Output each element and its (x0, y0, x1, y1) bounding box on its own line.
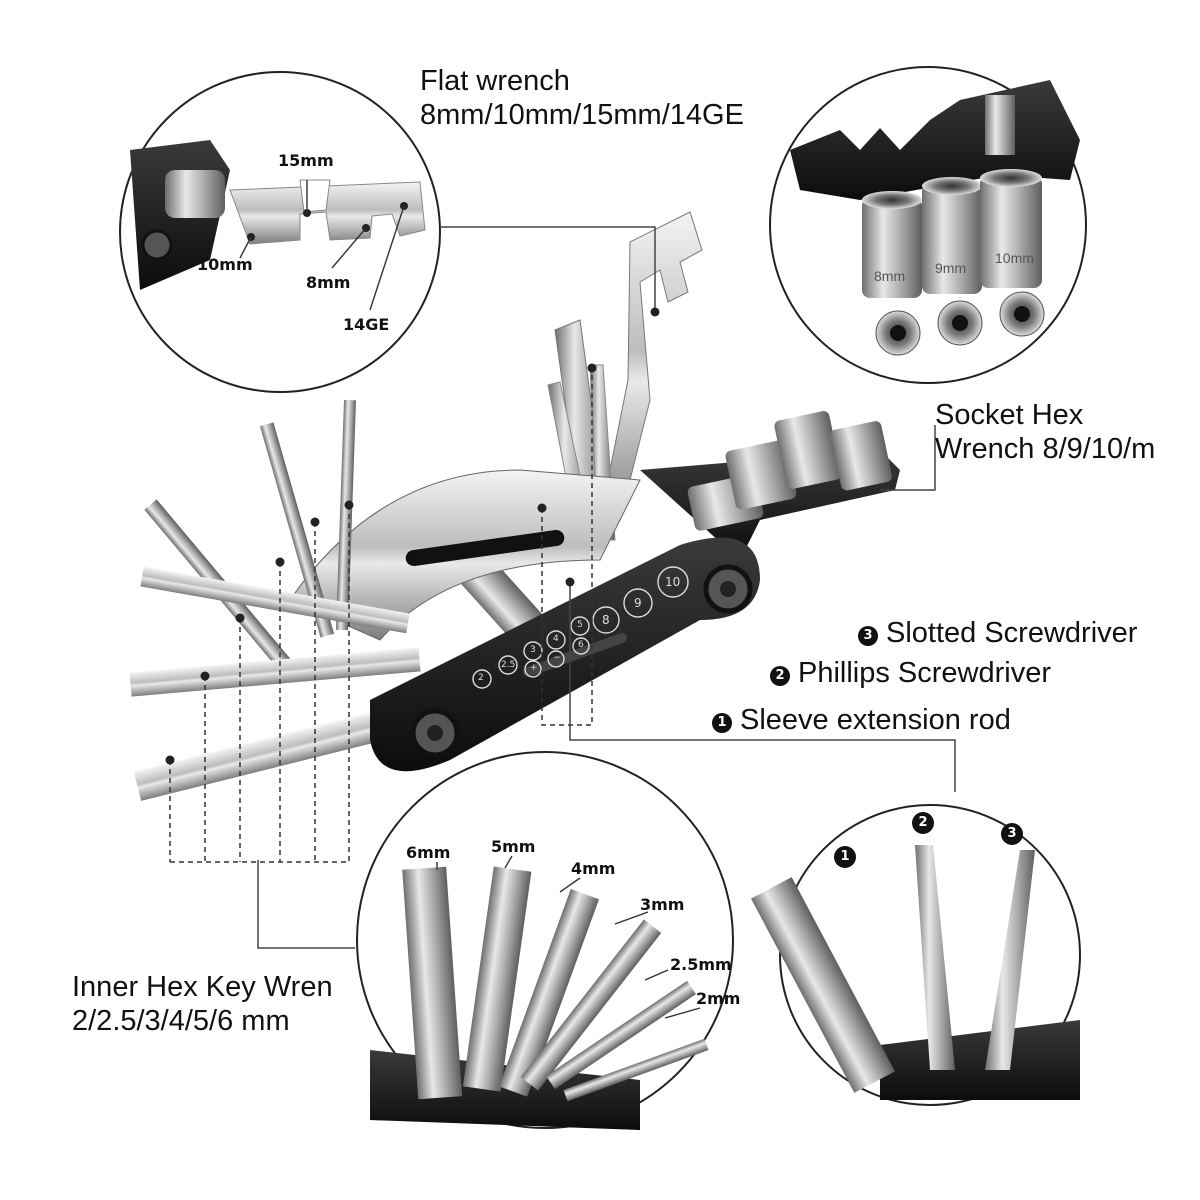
socket-hex-sizes: Wrench 8/9/10/m (935, 433, 1156, 466)
wrench-pointer-lines (239, 180, 405, 311)
slotted-screwdriver-text: Slotted Screwdriver (886, 617, 1138, 649)
mark-2: 2 (478, 673, 484, 683)
mark-2-5: 2.5 (501, 660, 516, 670)
socket-8mm-text: 8mm (874, 268, 906, 284)
hex-key-title: Inner Hex Key Wren (72, 971, 333, 1003)
detail-marker-3-icon: 3 (1001, 823, 1023, 845)
hex-pointer-lines (436, 855, 701, 1019)
socket-hex-title: Socket Hex (935, 399, 1084, 431)
hex-key-sizes: 2/2.5/3/4/5/6 mm (72, 1005, 290, 1038)
sleeve-extension-label: 1 Sleeve extension rod (712, 703, 1011, 737)
screwdriver-detail-circle (751, 804, 1081, 1106)
detail-socket-10 (980, 169, 1042, 288)
tool-sockets (687, 411, 892, 531)
mark-4: 4 (553, 634, 559, 644)
socket-hex-label: Socket Hex Wrench 8/9/10/m (935, 398, 1155, 466)
marker-1-icon: 1 (712, 713, 732, 733)
socket-9mm-text: 9mm (935, 260, 967, 276)
detail-marker-1-icon: 1 (834, 846, 856, 868)
hex-2mm-label: 2mm (696, 989, 741, 1008)
detail-marker-2-icon: 2 (912, 812, 934, 834)
wrench-8mm-label: 8mm (306, 273, 351, 292)
flat-wrench-label: Flat wrench 8mm/10mm/15mm/14GE (420, 64, 744, 132)
leader-lines (257, 226, 956, 949)
detail-socket-9 (922, 177, 982, 294)
mark-10: 10 (665, 575, 681, 589)
wrench-10mm-label: 10mm (197, 255, 253, 274)
phillips-screwdriver-text: Phillips Screwdriver (798, 657, 1052, 689)
mark-8: 8 (602, 613, 610, 627)
main-multitool (129, 211, 900, 801)
flat-wrench-detail-circle (119, 71, 441, 393)
tool-size-markings (472, 566, 689, 689)
sleeve-extension-text: Sleeve extension rod (740, 704, 1011, 736)
mark-5: 5 (577, 620, 583, 630)
hex-5mm-label: 5mm (491, 837, 536, 856)
tool-hex-keys (129, 399, 433, 801)
hex-key-label: Inner Hex Key Wren 2/2.5/3/4/5/6 mm (72, 970, 333, 1038)
hex-key-detail-circle (356, 751, 734, 1130)
mark-6: 6 (578, 640, 584, 650)
mark-minus: − (553, 653, 561, 663)
marker-3-icon: 3 (858, 626, 878, 646)
slotted-screwdriver-label: 3 Slotted Screwdriver (858, 616, 1137, 650)
hex-3mm-label: 3mm (640, 895, 685, 914)
wrench-14ge-label: 14GE (343, 315, 390, 334)
hex-2-5mm-label: 2.5mm (670, 955, 732, 974)
hex-6mm-label: 6mm (406, 843, 451, 862)
mark-9: 9 (634, 596, 642, 610)
socket-detail-circle (769, 66, 1087, 384)
hex-4mm-label: 4mm (571, 859, 616, 878)
wrench-15mm-label: 15mm (278, 151, 334, 170)
mark-3: 3 (530, 645, 536, 655)
dashed-guides (169, 368, 593, 863)
detail-socket-8 (862, 191, 922, 298)
phillips-screwdriver-label: 2 Phillips Screwdriver (770, 656, 1051, 690)
flat-wrench-sizes: 8mm/10mm/15mm/14GE (420, 99, 744, 132)
mark-plus: + (530, 663, 538, 673)
guide-dots (165, 202, 660, 765)
marker-2-icon: 2 (770, 666, 790, 686)
socket-10mm-text: 10mm (995, 250, 1034, 266)
flat-wrench-title: Flat wrench (420, 65, 570, 97)
